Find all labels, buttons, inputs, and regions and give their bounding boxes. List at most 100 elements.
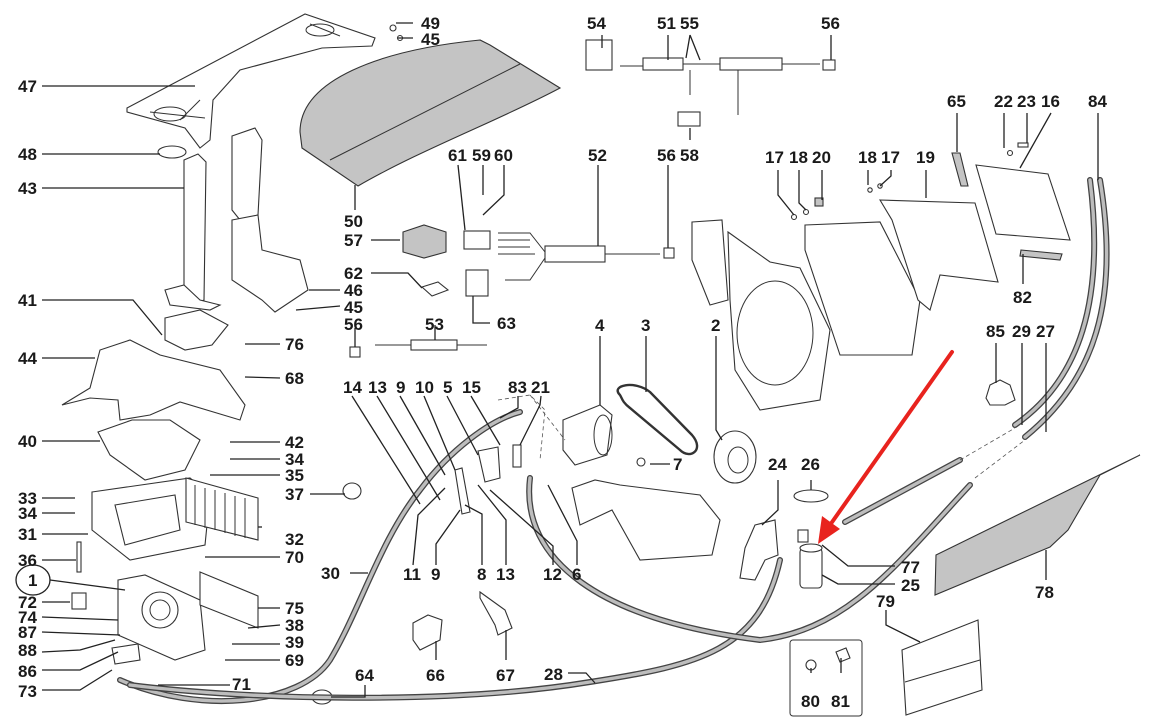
callout-41[interactable]: 41 [18, 291, 37, 310]
callout-74[interactable]: 74 [18, 608, 37, 627]
callout-27[interactable]: 27 [1036, 322, 1055, 341]
callout-21[interactable]: 21 [531, 378, 550, 397]
callout-36[interactable]: 36 [18, 551, 37, 570]
callout-72[interactable]: 72 [18, 593, 37, 612]
callout-77[interactable]: 77 [901, 558, 920, 577]
callout-12[interactable]: 12 [543, 565, 562, 584]
callout-16[interactable]: 16 [1041, 92, 1060, 111]
callout-14[interactable]: 14 [343, 378, 362, 397]
callout-35[interactable]: 35 [285, 466, 304, 485]
callout-7[interactable]: 7 [673, 455, 682, 474]
callout-56-mid[interactable]: 56 [657, 146, 676, 165]
callout-70[interactable]: 70 [285, 548, 304, 567]
callout-79[interactable]: 79 [876, 592, 895, 611]
callout-22[interactable]: 22 [994, 92, 1013, 111]
callout-20[interactable]: 20 [812, 148, 831, 167]
callout-61[interactable]: 61 [448, 146, 467, 165]
callout-49[interactable]: 49 [421, 14, 440, 33]
callout-87[interactable]: 87 [18, 623, 37, 642]
callout-29[interactable]: 29 [1012, 322, 1031, 341]
callout-13-bottom[interactable]: 13 [496, 565, 515, 584]
callout-32[interactable]: 32 [285, 530, 304, 549]
callout-66[interactable]: 66 [426, 666, 445, 685]
callout-81[interactable]: 81 [831, 692, 850, 711]
callout-38[interactable]: 38 [285, 616, 304, 635]
callout-37[interactable]: 37 [285, 485, 304, 504]
callout-46[interactable]: 46 [344, 281, 363, 300]
callout-34-right[interactable]: 34 [285, 450, 304, 469]
callout-42[interactable]: 42 [285, 433, 304, 452]
callout-67[interactable]: 67 [496, 666, 515, 685]
callout-31[interactable]: 31 [18, 525, 37, 544]
callout-64[interactable]: 64 [355, 666, 374, 685]
callout-3[interactable]: 3 [641, 316, 650, 335]
callout-68[interactable]: 68 [285, 369, 304, 388]
callout-85[interactable]: 85 [986, 322, 1005, 341]
callout-11[interactable]: 11 [403, 565, 421, 584]
callout-25[interactable]: 25 [901, 576, 920, 595]
callout-18-left[interactable]: 18 [789, 148, 808, 167]
callout-44[interactable]: 44 [18, 349, 37, 368]
callout-17-left[interactable]: 17 [765, 148, 784, 167]
callout-80[interactable]: 80 [801, 692, 820, 711]
callout-2[interactable]: 2 [711, 316, 720, 335]
callout-30[interactable]: 30 [321, 564, 340, 583]
callout-84[interactable]: 84 [1088, 92, 1107, 111]
callout-60[interactable]: 60 [494, 146, 513, 165]
callout-9-bottom[interactable]: 9 [431, 565, 440, 584]
callout-75[interactable]: 75 [285, 599, 304, 618]
callout-57[interactable]: 57 [344, 231, 363, 250]
console-parts [61, 309, 246, 561]
callout-52[interactable]: 52 [588, 146, 607, 165]
callout-45-top[interactable]: 45 [421, 30, 440, 49]
callout-78[interactable]: 78 [1035, 583, 1054, 602]
callout-48[interactable]: 48 [18, 145, 37, 164]
callout-54[interactable]: 54 [587, 14, 606, 33]
hose-suction [526, 475, 973, 644]
callout-82[interactable]: 82 [1013, 288, 1032, 307]
callout-65[interactable]: 65 [947, 92, 966, 111]
fuse-holder-part [463, 230, 491, 250]
callout-45-mid[interactable]: 45 [344, 298, 363, 317]
callout-4[interactable]: 4 [595, 316, 605, 335]
callout-33[interactable]: 33 [18, 489, 37, 508]
callout-50[interactable]: 50 [344, 212, 363, 231]
callout-19[interactable]: 19 [916, 148, 935, 167]
callout-69[interactable]: 69 [285, 651, 304, 670]
callout-9-top[interactable]: 9 [396, 378, 405, 397]
callout-55[interactable]: 55 [680, 14, 699, 33]
callout-47[interactable]: 47 [18, 77, 37, 96]
callout-24[interactable]: 24 [768, 455, 787, 474]
callout-51[interactable]: 51 [657, 14, 676, 33]
callout-58[interactable]: 58 [680, 146, 699, 165]
callout-18-right[interactable]: 18 [858, 148, 877, 167]
callout-53[interactable]: 53 [425, 315, 444, 334]
callout-26[interactable]: 26 [801, 455, 820, 474]
callout-88[interactable]: 88 [18, 641, 37, 660]
callout-15[interactable]: 15 [462, 378, 481, 397]
callout-86[interactable]: 86 [18, 662, 37, 681]
callout-56-top[interactable]: 56 [821, 14, 840, 33]
callout-1[interactable]: 1 [28, 571, 37, 590]
callout-43[interactable]: 43 [18, 179, 37, 198]
callout-71[interactable]: 71 [232, 675, 251, 694]
callout-83[interactable]: 83 [508, 378, 527, 397]
callout-56-left[interactable]: 56 [344, 315, 363, 334]
callout-10[interactable]: 10 [415, 378, 434, 397]
callout-76[interactable]: 76 [285, 335, 304, 354]
callout-6[interactable]: 6 [572, 565, 581, 584]
callout-28[interactable]: 28 [544, 665, 563, 684]
callout-63[interactable]: 63 [497, 314, 516, 333]
callout-62[interactable]: 62 [344, 264, 363, 283]
callout-59[interactable]: 59 [472, 146, 491, 165]
callout-34-left[interactable]: 34 [18, 504, 37, 523]
callout-8[interactable]: 8 [477, 565, 486, 584]
callout-73[interactable]: 73 [18, 682, 37, 701]
pulley-part [713, 430, 757, 484]
callout-40[interactable]: 40 [18, 432, 37, 451]
callout-39[interactable]: 39 [285, 633, 304, 652]
callout-5[interactable]: 5 [443, 378, 452, 397]
callout-23[interactable]: 23 [1017, 92, 1036, 111]
callout-13-top[interactable]: 13 [368, 378, 387, 397]
callout-17-right[interactable]: 17 [881, 148, 900, 167]
